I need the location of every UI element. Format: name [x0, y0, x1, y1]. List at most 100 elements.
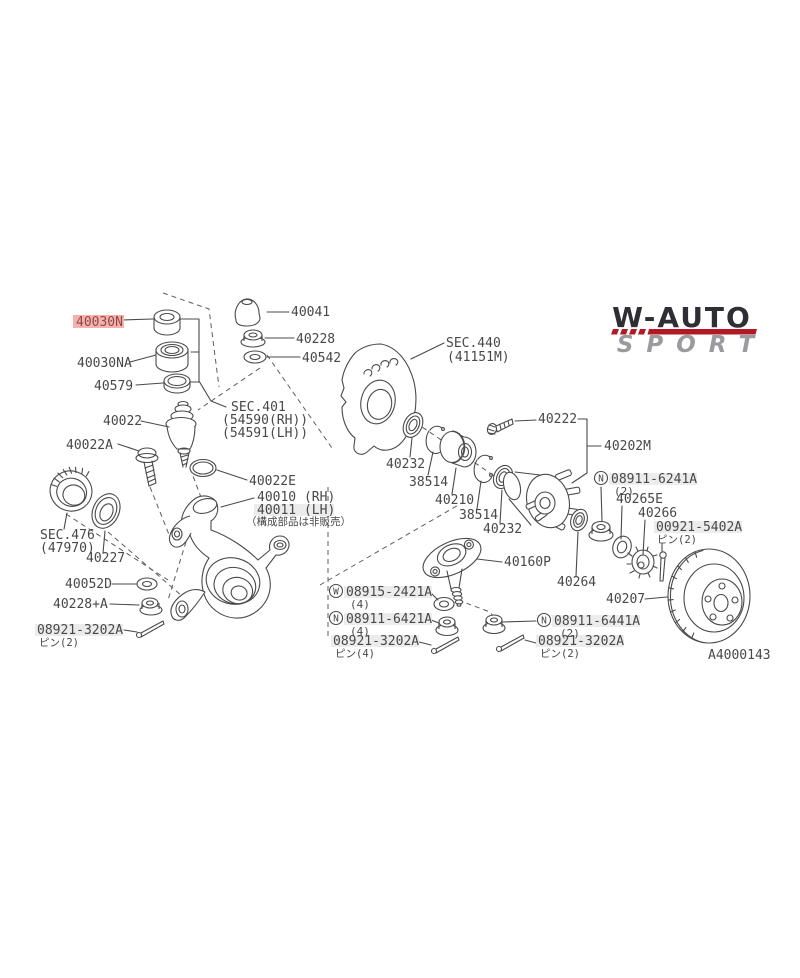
section-label-sec401-rh: (54590(RH)) — [222, 413, 308, 428]
hub-bolt-40222-drawing — [486, 418, 514, 435]
nut-40228-drawing — [240, 329, 266, 348]
washer-40542-drawing — [243, 350, 267, 364]
part-label-08921-3202A-right[interactable]: 08921-3202A — [538, 634, 624, 649]
part-label-40041[interactable]: 40041 — [291, 305, 330, 320]
seal-40579-drawing — [163, 373, 191, 394]
part-label-08921-3202A-left[interactable]: 08921-3202A — [37, 623, 123, 638]
part-label-40210[interactable]: 40210 — [435, 493, 474, 508]
diagram-code: A4000143 — [708, 648, 771, 663]
alt-highlights — [35, 473, 742, 647]
qty-08921-3202A-center: ピン(4) — [335, 648, 375, 660]
section-label-sec440-sub: (41151M) — [447, 350, 510, 365]
part-label-08911-6421A[interactable]: 08911-6421A — [346, 612, 432, 627]
part-label-40160P[interactable]: 40160P — [504, 555, 551, 570]
part-label-08911-6241A[interactable]: 08911-6241A — [611, 472, 697, 487]
cotter-pin-right-drawing — [495, 634, 525, 653]
section-label-sec401[interactable]: SEC.401 — [231, 400, 286, 415]
section-label-sec440[interactable]: SEC.440 — [446, 336, 501, 351]
section-label-sec476-sub: (47970) — [40, 541, 95, 556]
circled-letter-w: W — [333, 587, 339, 598]
brand-stripe — [611, 329, 757, 335]
part-label-40052D[interactable]: 40052D — [65, 577, 112, 592]
circled-w-2421: W — [328, 583, 344, 599]
knuckle-40010-drawing — [168, 495, 290, 621]
nut-08911-6421A-drawing — [435, 616, 459, 637]
part-label-40228A[interactable]: 40228+A — [53, 597, 108, 612]
part-label-40266[interactable]: 40266 — [638, 506, 677, 521]
circled-letter-n: N — [598, 474, 604, 485]
circled-n-6441: N — [536, 612, 552, 628]
nut-08911-6241A-drawing — [588, 520, 614, 542]
washer-40265E-drawing — [612, 535, 632, 559]
section-label-sec476[interactable]: SEC.476 — [40, 528, 95, 543]
circled-letter-n: N — [333, 614, 339, 625]
nut-40228A-drawing — [139, 597, 163, 616]
snap-ring-38514-outer-drawing — [473, 454, 493, 484]
oring-40022E-drawing — [189, 458, 217, 478]
part-label-40542[interactable]: 40542 — [302, 351, 341, 366]
part-label-40010[interactable]: 40010 (RH) — [257, 490, 335, 505]
ball-joint-40160P-drawing — [422, 537, 482, 607]
cotter-pin-center-drawing — [430, 636, 460, 655]
qty-08915-2421A: (4) — [350, 598, 370, 611]
part-label-40030NA[interactable]: 40030NA — [77, 356, 132, 371]
part-label-08911-6441A[interactable]: 08911-6441A — [554, 614, 640, 629]
qty-08911-6241A: (2) — [614, 485, 634, 498]
part-label-40030N[interactable]: 40030N — [76, 315, 123, 330]
part-label-40232-outer[interactable]: 40232 — [483, 522, 522, 537]
circled-letter-n: N — [541, 616, 547, 627]
nut-08911-6441A-drawing — [482, 614, 506, 635]
section-label-sec401-lh: (54591(LH)) — [222, 426, 308, 441]
part-label-40228[interactable]: 40228 — [296, 332, 335, 347]
qty-00921-5402A: ピン(2) — [657, 534, 697, 546]
part-label-40202M[interactable]: 40202M — [604, 439, 651, 454]
pin-00921-5402A-drawing — [659, 551, 667, 582]
splash-shield-41151M-drawing — [340, 343, 417, 455]
seal-40227-drawing — [91, 493, 121, 529]
note-components-not-sold: （構成部品は非販売） — [246, 515, 351, 528]
part-label-40232-inner[interactable]: 40232 — [386, 457, 425, 472]
part-label-40022[interactable]: 40022 — [103, 414, 142, 429]
dust-cap-40041-drawing — [234, 298, 261, 327]
bearing-40030NA-drawing — [155, 341, 189, 373]
brake-rotor-40207-drawing — [667, 548, 751, 644]
circled-n-6241: N — [593, 470, 609, 486]
part-label-40222[interactable]: 40222 — [538, 412, 577, 427]
part-label-08915-2421A[interactable]: 08915-2421A — [346, 585, 432, 600]
washer-08915-2421A-drawing — [433, 596, 455, 612]
cotter-pin-left-drawing — [135, 620, 165, 639]
brand-name-top: W-AUTO — [612, 301, 752, 334]
seal-40232-inner-drawing — [402, 412, 424, 438]
bearing-sec476-drawing — [49, 466, 93, 512]
seal-40030N-drawing — [153, 309, 181, 336]
bolt-40022A-drawing — [135, 447, 159, 487]
part-label-40011[interactable]: 40011 (LH) — [257, 503, 335, 518]
circled-n-6421: N — [328, 610, 344, 626]
lock-cap-40266-drawing — [626, 546, 658, 579]
part-label-40264[interactable]: 40264 — [557, 575, 596, 590]
brand-logo: W-AUTO SPORT — [611, 301, 767, 358]
brand-name-bottom: SPORT — [617, 332, 767, 358]
selected-part-highlight — [73, 315, 124, 328]
part-label-08921-3202A-center[interactable]: 08921-3202A — [333, 634, 419, 649]
part-label-38514-outer[interactable]: 38514 — [459, 508, 498, 523]
washer-40052D-drawing — [136, 577, 158, 591]
leader-lines — [63, 311, 668, 646]
part-label-40207[interactable]: 40207 — [606, 592, 645, 607]
assembly-axis-lines — [65, 292, 513, 637]
qty-08911-6421A: (4) — [350, 625, 370, 638]
wheel-bearing-40210-drawing — [439, 430, 477, 468]
part-label-40022A[interactable]: 40022A — [66, 438, 113, 453]
part-label-40579[interactable]: 40579 — [94, 379, 133, 394]
qty-08921-3202A-right: ピン(2) — [540, 648, 580, 660]
kingpin-40022-drawing — [165, 400, 197, 468]
qty-08921-3202A-left: ピン(2) — [39, 637, 79, 649]
part-label-40022E[interactable]: 40022E — [249, 474, 296, 489]
seal-40264-drawing — [570, 508, 588, 532]
part-label-38514-inner[interactable]: 38514 — [409, 475, 448, 490]
part-label-00921-5402A[interactable]: 00921-5402A — [656, 520, 742, 535]
part-label-40265E[interactable]: 40265E — [616, 492, 663, 507]
part-label-40227[interactable]: 40227 — [86, 551, 125, 566]
